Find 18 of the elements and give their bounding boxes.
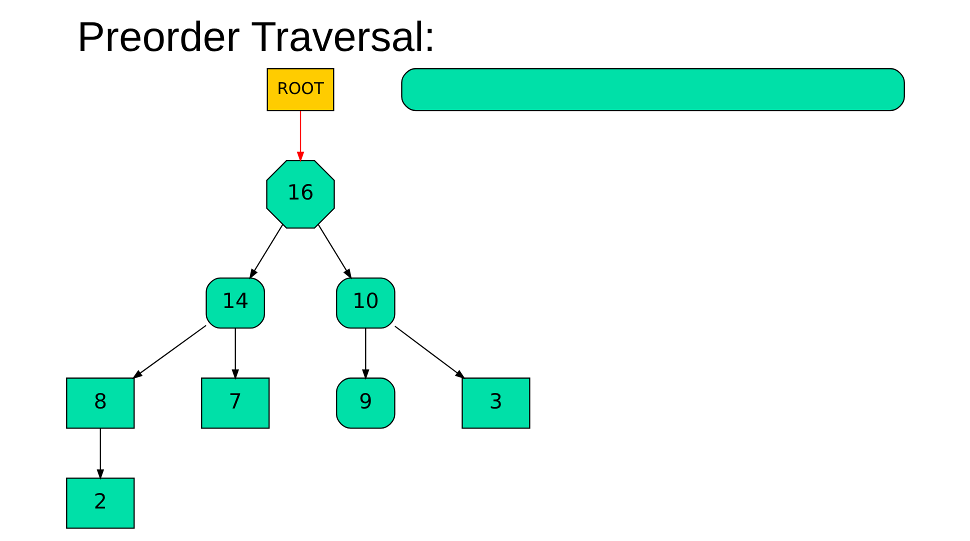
arrow xyxy=(317,224,352,280)
diagram-title: Preorder Traversal: xyxy=(76,12,435,60)
arrow xyxy=(231,328,239,380)
node-box: ROOT xyxy=(266,68,334,112)
arrow xyxy=(248,224,283,280)
arrow xyxy=(131,324,206,380)
node-box: 9 xyxy=(336,378,395,429)
node-box: 7 xyxy=(200,378,270,429)
node-box: 8 xyxy=(66,378,134,429)
arrow xyxy=(362,328,369,380)
node-box: 10 xyxy=(336,277,395,329)
node-box: 3 xyxy=(461,378,530,429)
node-box: 2 xyxy=(66,478,134,529)
node-box: 14 xyxy=(205,277,265,329)
arrow xyxy=(96,428,104,480)
arrow xyxy=(394,326,465,380)
node-bar xyxy=(400,68,904,112)
arrow xyxy=(296,110,304,162)
